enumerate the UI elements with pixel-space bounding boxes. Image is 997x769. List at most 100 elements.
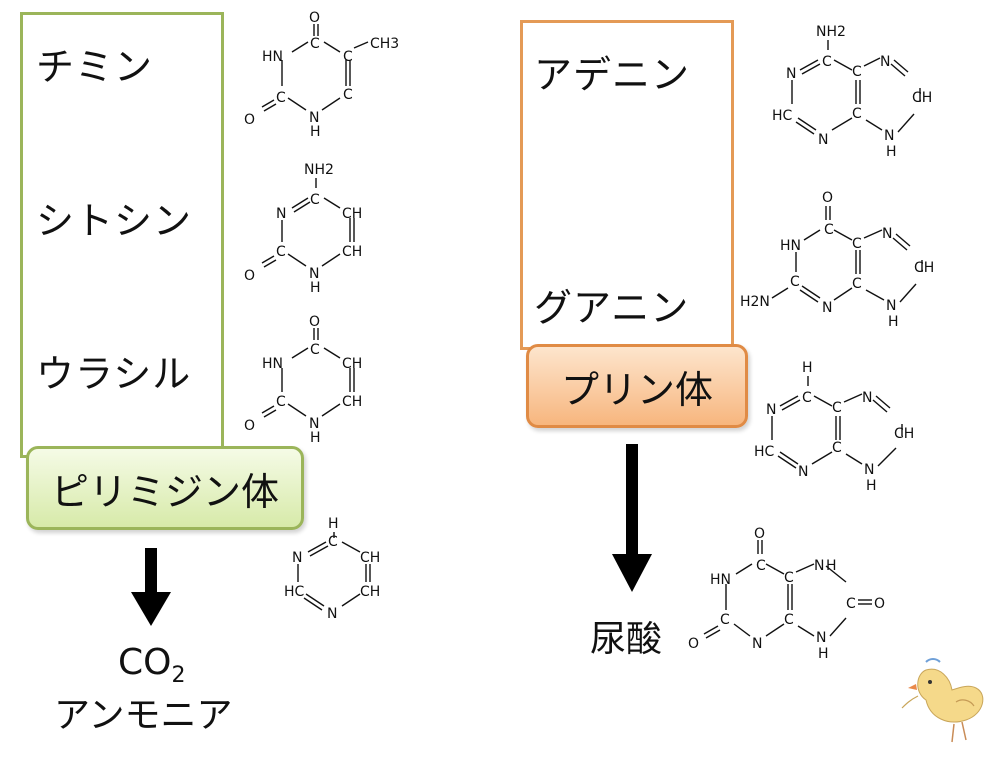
atom-label: C [276,244,286,260]
atom-label: N [814,558,824,574]
bond-line [323,41,341,53]
bond-line [899,283,917,303]
atom-label: HC [754,444,775,460]
atom-label: C [310,342,320,358]
atom-label: C [852,64,862,80]
bond-line [291,347,309,359]
atom-label: C [832,400,842,416]
bond-line [341,541,361,553]
atom-label: N [752,636,762,652]
bond-line [863,229,883,239]
atom-label: O [244,418,255,434]
bond-line [897,113,915,133]
uric-acid-product: 尿酸 [590,619,663,660]
pyrimidine-breakdown-arrow [131,548,171,628]
atom-label: NH2 [816,24,846,40]
bond-line [771,287,789,299]
atom-label: H2N [740,294,770,310]
atom-label: C [822,54,832,70]
bond-line [705,629,721,639]
bond-line [305,593,325,607]
uric-acid-structure: O HN C C N H C O O C N C N H [686,524,896,668]
bond-line [321,97,341,111]
bond-line [287,403,307,417]
pyrimidine-ring-structure: H N C CH HC CH N [282,516,402,630]
atom-label: C [343,49,353,65]
atom-label: H [802,360,813,376]
atom-label: C [756,558,766,574]
adenine-structure: NH2 N C C N CH HC C N N C H [770,20,950,164]
atom-label: NH2 [304,162,334,178]
atom-label: C [790,274,800,290]
bond-line [801,63,821,75]
cytosine-structure: NH2 N C CH C CH O N H [236,160,396,304]
bond-line [865,289,885,301]
bond-line [863,57,881,67]
atom-label: C [846,596,856,612]
atom-label: C [720,612,730,628]
uracil-label: ウラシル [36,352,192,396]
atom-label: C [852,236,862,252]
bond-line [261,99,275,108]
atom-label: H [310,430,321,446]
bond-line [263,259,277,268]
bond-line [703,625,719,635]
bond-line [829,617,847,637]
atom-label: CH [912,90,932,106]
atom-label: C [784,612,794,628]
bond-line [795,121,815,135]
bond-line [831,117,853,131]
atom-label: N [292,550,302,566]
atom-label: O [822,190,833,206]
bond-line [323,197,341,209]
thymine-structure: O HN C C CH3 C C CH O N H [236,8,416,142]
bond-line [293,201,311,213]
atom-label: H [866,478,877,494]
bond-line [321,253,341,267]
bond-line [291,41,309,53]
bond-line [263,103,277,112]
atom-label: C [310,36,320,52]
atom-label: C [310,192,320,208]
bond-line [307,541,327,553]
atom-label: CH [894,426,914,442]
adenine-label: アデニン [534,53,691,97]
atom-label: O [688,636,699,652]
bond-line [845,453,863,465]
atom-label: N [327,606,337,622]
atom-label: N [886,298,896,314]
atom-label: N [862,390,872,406]
bond-line [890,63,906,77]
atom-label: N [816,630,826,646]
atom-label: N [786,66,796,82]
bond-line [735,563,753,575]
atom-label: N [884,128,894,144]
atom-label: CH [914,260,934,276]
cytosine-label: シトシン [36,199,193,243]
atom-label: N [882,226,892,242]
bond-line [733,623,751,637]
bond-line [765,563,785,575]
bond-line [777,455,797,469]
atom-label: C [784,570,794,586]
atom-label: C [276,90,286,106]
atom-label: C [802,390,812,406]
atom-label: N [309,416,319,432]
bond-line [833,229,853,241]
guanine-structure: O HN C C N CH H2N C N C N H [738,188,948,332]
atom-label: CH [360,584,380,600]
chick-illustration [896,648,992,752]
bond-line [323,347,341,359]
bond-line [799,59,819,71]
bond-line [843,393,863,403]
bond-line [797,117,817,131]
atom-label: CH [342,394,362,410]
atom-label: C [276,394,286,410]
atom-label: H [328,516,339,532]
bond-line [799,289,819,303]
bond-line [287,253,307,267]
bond-line [895,233,911,247]
atom-label: C [824,222,834,238]
atom-label: N [766,402,776,418]
atom-label: N [309,110,319,126]
